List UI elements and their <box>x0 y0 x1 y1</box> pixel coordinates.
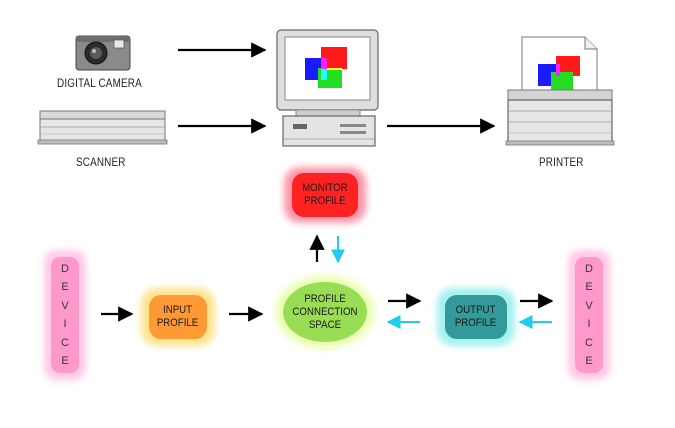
left-device-shape <box>44 250 86 380</box>
monitor-computer-icon <box>276 29 379 147</box>
pcs-shape <box>275 275 375 349</box>
device-letter: C <box>61 336 69 349</box>
pcs-label: PROFILE CONNECTION SPACE <box>292 292 358 331</box>
device-letter: D <box>61 263 69 275</box>
printer-label: PRINTER <box>539 157 584 169</box>
pcs-box: PROFILE CONNECTION SPACE <box>283 282 367 342</box>
input-profile-box: INPUT PROFILE <box>149 295 207 339</box>
device-letter: E <box>61 354 69 367</box>
input-profile-label: INPUT PROFILE <box>157 304 199 329</box>
right-device-shape <box>568 250 610 380</box>
device-letter: C <box>585 336 593 349</box>
device-letter: I <box>587 318 591 331</box>
scanner-icon <box>37 110 168 145</box>
digital-camera-icon <box>75 35 131 71</box>
digital-camera-label: DIGITAL CAMERA <box>57 78 142 90</box>
monitor-profile-shape <box>284 167 366 223</box>
output-profile-box: OUTPUT PROFILE <box>445 295 507 339</box>
printer-icon <box>505 36 615 146</box>
monitor-profile-box: MONITOR PROFILE <box>292 173 358 217</box>
device-letter: D <box>585 263 593 275</box>
monitor-profile-label: MONITOR PROFILE <box>302 182 348 207</box>
device-letter: V <box>585 299 593 312</box>
device-letter: E <box>61 281 69 294</box>
input-profile-shape <box>141 288 215 346</box>
device-letter: E <box>585 354 593 367</box>
device-letter: I <box>63 318 67 331</box>
output-profile-shape <box>437 288 515 346</box>
scanner-label: SCANNER <box>76 157 126 169</box>
device-letter: V <box>61 299 69 312</box>
device-letter: E <box>585 281 593 294</box>
output-profile-label: OUTPUT PROFILE <box>455 304 497 329</box>
